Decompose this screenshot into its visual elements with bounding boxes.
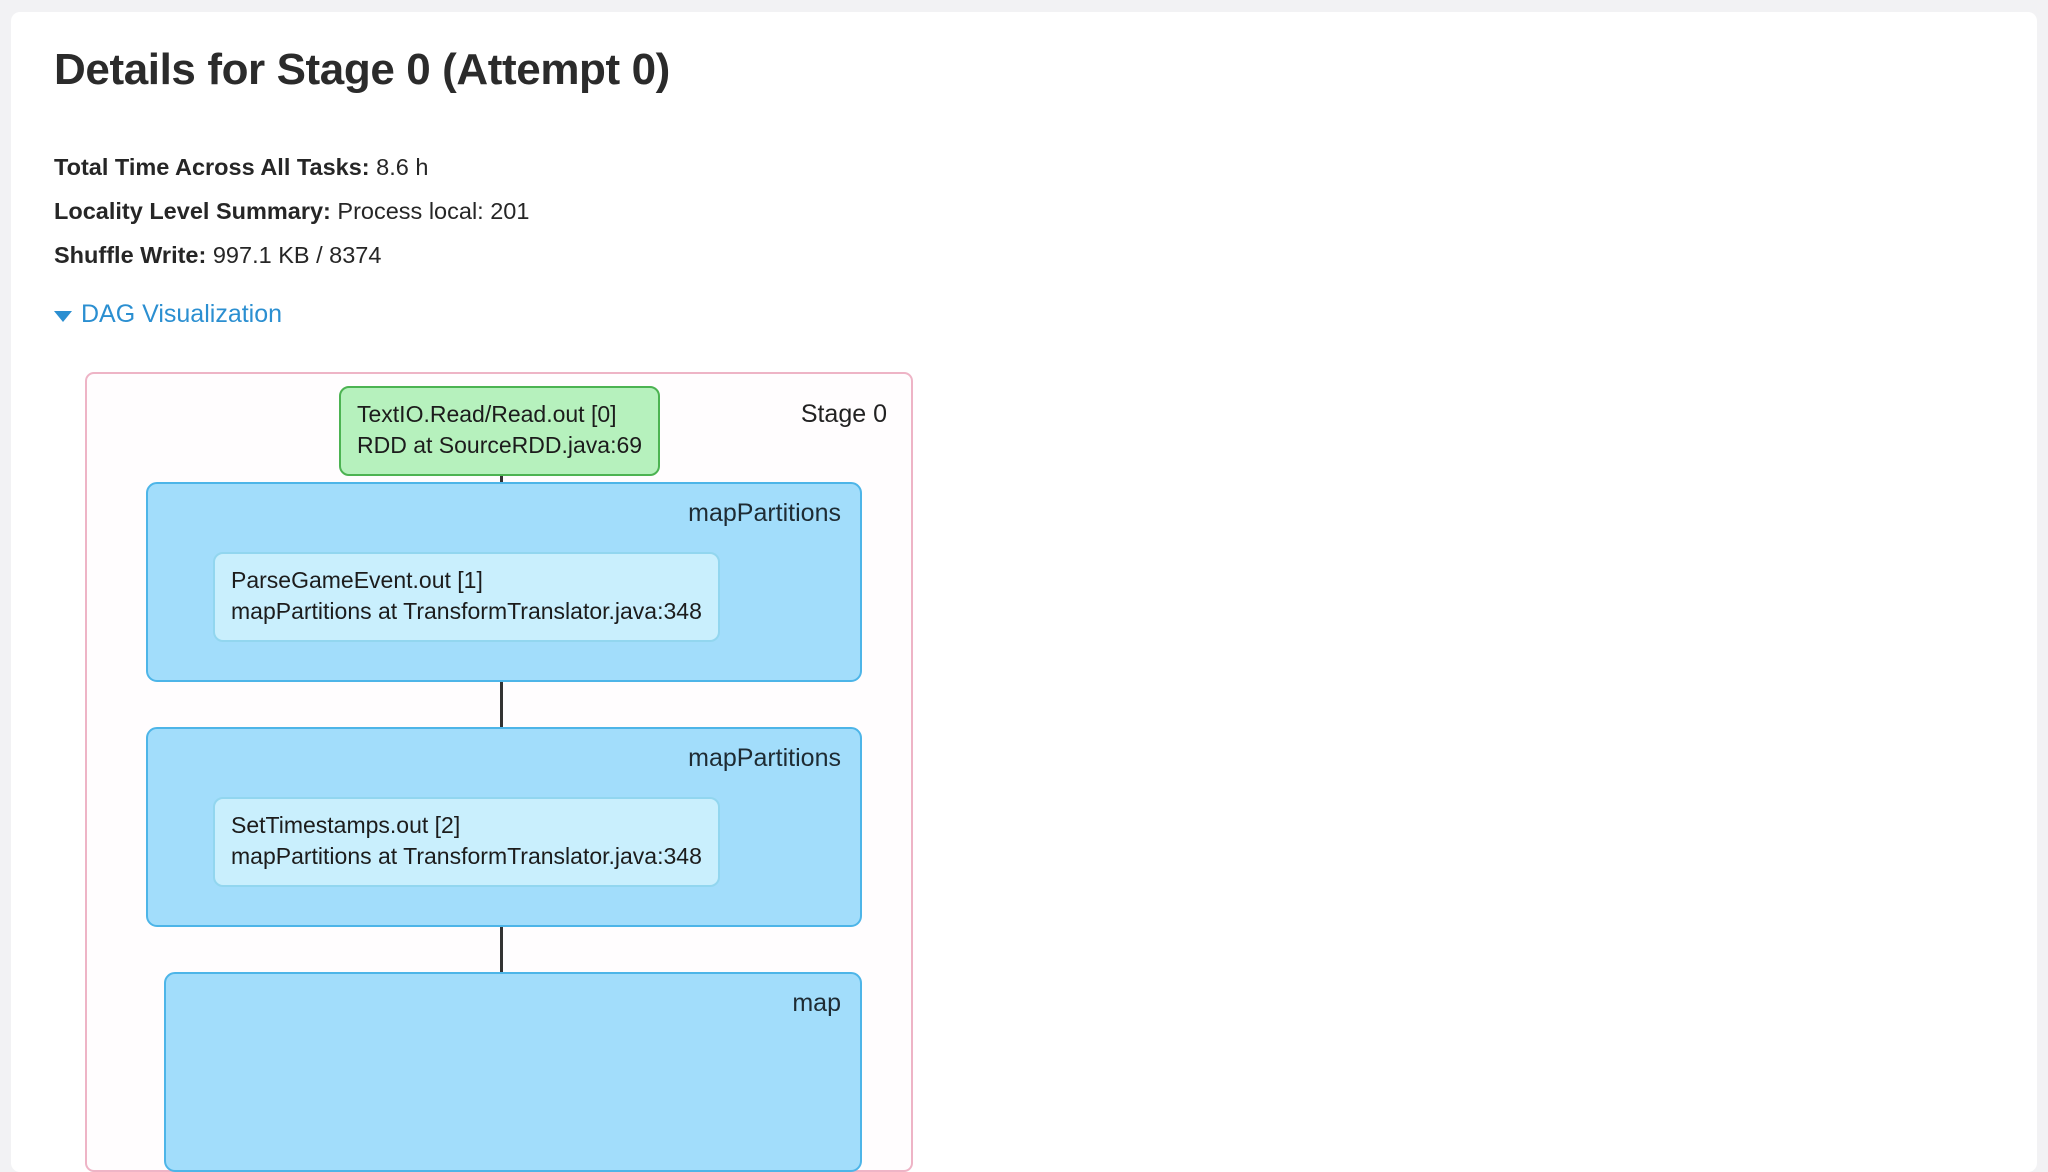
dag-cluster-mappartitions-1[interactable]: mapPartitions ParseGameEvent.out [1] map… xyxy=(146,482,862,682)
dag-node-settimestamps[interactable]: SetTimestamps.out [2] mapPartitions at T… xyxy=(213,797,720,887)
dag-node-parsegameevent-line1: ParseGameEvent.out [1] xyxy=(231,567,483,593)
dag-cluster-mappartitions-2[interactable]: mapPartitions SetTimestamps.out [2] mapP… xyxy=(146,727,862,927)
dag-node-settimestamps-line1: SetTimestamps.out [2] xyxy=(231,812,461,838)
dag-node-source-rdd-line1: TextIO.Read/Read.out [0] xyxy=(357,401,617,427)
dag-visualization-panel: Stage 0 TextIO.Read/Read.out [0] RDD at … xyxy=(85,372,913,1172)
summary-row-locality-level: Locality Level Summary: Process local: 2… xyxy=(54,189,529,233)
dag-cluster-label-map-3: map xyxy=(792,989,841,1017)
page-title: Details for Stage 0 (Attempt 0) xyxy=(54,45,670,94)
dag-cluster-map-3[interactable]: map xyxy=(164,972,862,1172)
dag-node-source-rdd[interactable]: TextIO.Read/Read.out [0] RDD at SourceRD… xyxy=(339,386,661,476)
summary-row-shuffle-write: Shuffle Write: 997.1 KB / 8374 xyxy=(54,233,529,277)
summary-value-locality-level: Process local: 201 xyxy=(330,198,530,224)
dag-cluster-label-mappartitions-1: mapPartitions xyxy=(688,499,841,527)
stage-cluster-0[interactable]: Stage 0 TextIO.Read/Read.out [0] RDD at … xyxy=(85,372,913,1172)
summary-value-shuffle-write: 997.1 KB / 8374 xyxy=(206,242,382,268)
summary-label-locality-level: Locality Level Summary: xyxy=(54,198,331,224)
dag-cluster-label-mappartitions-2: mapPartitions xyxy=(688,744,841,772)
dag-visualization-toggle-label: DAG Visualization xyxy=(81,300,283,328)
dag-node-parsegameevent-line2: mapPartitions at TransformTranslator.jav… xyxy=(231,598,702,624)
summary-value-total-time: 8.6 h xyxy=(369,154,429,180)
dag-visualization-toggle[interactable]: DAG Visualization xyxy=(54,300,282,329)
dag-node-settimestamps-line2: mapPartitions at TransformTranslator.jav… xyxy=(231,843,702,869)
page-card: Details for Stage 0 (Attempt 0) Total Ti… xyxy=(11,12,2037,1172)
caret-down-icon xyxy=(54,310,72,322)
stage-cluster-label: Stage 0 xyxy=(800,400,887,428)
stage-summary-list: Total Time Across All Tasks: 8.6 h Local… xyxy=(54,145,529,277)
summary-label-shuffle-write: Shuffle Write: xyxy=(54,242,207,268)
summary-row-total-time: Total Time Across All Tasks: 8.6 h xyxy=(54,145,529,189)
dag-node-source-rdd-line2: RDD at SourceRDD.java:69 xyxy=(357,432,643,458)
dag-node-parsegameevent[interactable]: ParseGameEvent.out [1] mapPartitions at … xyxy=(213,552,720,642)
summary-label-total-time: Total Time Across All Tasks: xyxy=(54,154,370,180)
